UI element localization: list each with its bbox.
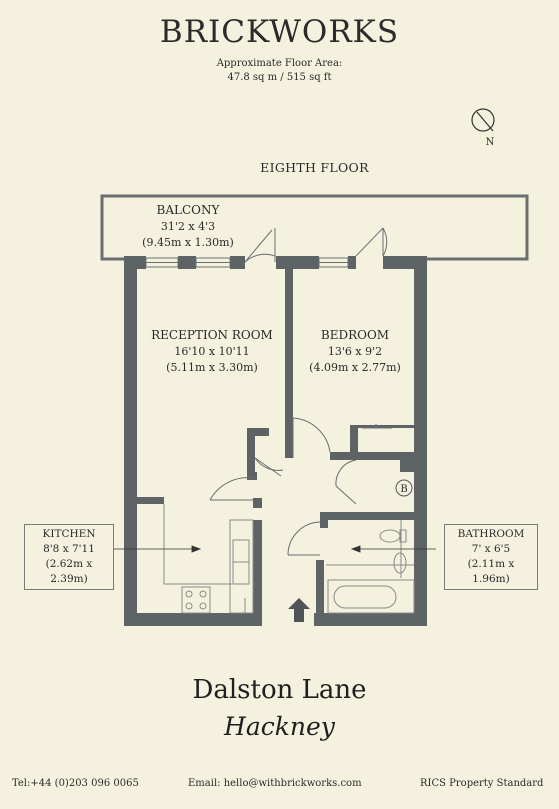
kitchen-metric: (2.62m x 2.39m) bbox=[45, 558, 93, 585]
boiler-label: B bbox=[400, 484, 407, 495]
svg-text:BEDROOM: BEDROOM bbox=[321, 328, 389, 342]
svg-text:(4.09m x 2.77m): (4.09m x 2.77m) bbox=[309, 361, 401, 374]
svg-text:(9.45m x 1.30m): (9.45m x 1.30m) bbox=[142, 236, 234, 249]
compass-label: N bbox=[486, 137, 495, 148]
balcony-outline bbox=[100, 194, 529, 261]
kitchen-fittings bbox=[163, 504, 254, 614]
room-callout-kitchen: KITCHEN 8'8 x 7'11 (2.62m x 2.39m) bbox=[24, 524, 114, 590]
bathroom-metric: (2.11m x 1.96m) bbox=[467, 558, 515, 585]
compass-icon: N bbox=[471, 108, 495, 148]
door-swings bbox=[209, 227, 392, 556]
svg-text:16'10 x 10'11: 16'10 x 10'11 bbox=[174, 345, 249, 358]
room-callout-bathroom: BATHROOM 7' x 6'5 (2.11m x 1.96m) bbox=[444, 524, 538, 590]
kitchen-name: KITCHEN bbox=[42, 528, 96, 540]
footer-telephone: Tel:+44 (0)203 096 0065 bbox=[12, 778, 139, 789]
svg-text:31'2 x 4'3: 31'2 x 4'3 bbox=[161, 220, 215, 233]
footer-email: Email: hello@withbrickworks.com bbox=[188, 778, 362, 789]
entrance-arrow-icon bbox=[288, 598, 310, 622]
svg-text:(5.11m x 3.30m): (5.11m x 3.30m) bbox=[166, 361, 258, 374]
svg-text:BALCONY: BALCONY bbox=[157, 203, 221, 217]
boiler-icon: B bbox=[395, 479, 413, 497]
floor-area-value: 47.8 sq m / 515 sq ft bbox=[227, 72, 332, 83]
bathroom-name: BATHROOM bbox=[457, 528, 525, 540]
room-label-reception: RECEPTION ROOM 16'10 x 10'11 (5.11m x 3.… bbox=[151, 328, 273, 374]
exterior-walls bbox=[124, 256, 427, 626]
address-area: Hackney bbox=[224, 712, 335, 741]
floor-level-label: EIGHTH FLOOR bbox=[260, 160, 369, 175]
windows bbox=[145, 257, 349, 268]
floor-area-label: Approximate Floor Area: bbox=[216, 58, 343, 69]
footer-rics-standard: RICS Property Standard bbox=[420, 778, 544, 789]
interior-walls bbox=[247, 262, 414, 616]
room-label-bedroom: BEDROOM 13'6 x 9'2 (4.09m x 2.77m) bbox=[309, 328, 401, 374]
svg-text:RECEPTION ROOM: RECEPTION ROOM bbox=[151, 328, 273, 342]
svg-text:13'6 x 9'2: 13'6 x 9'2 bbox=[328, 345, 382, 358]
bathroom-fittings bbox=[326, 520, 415, 614]
brand-title: BRICKWORKS bbox=[159, 14, 400, 50]
room-label-balcony: BALCONY 31'2 x 4'3 (9.45m x 1.30m) bbox=[142, 203, 234, 249]
bathroom-imperial: 7' x 6'5 bbox=[471, 543, 511, 555]
callout-arrows bbox=[114, 545, 436, 553]
address-street: Dalston Lane bbox=[192, 675, 367, 705]
kitchen-imperial: 8'8 x 7'11 bbox=[43, 543, 95, 555]
